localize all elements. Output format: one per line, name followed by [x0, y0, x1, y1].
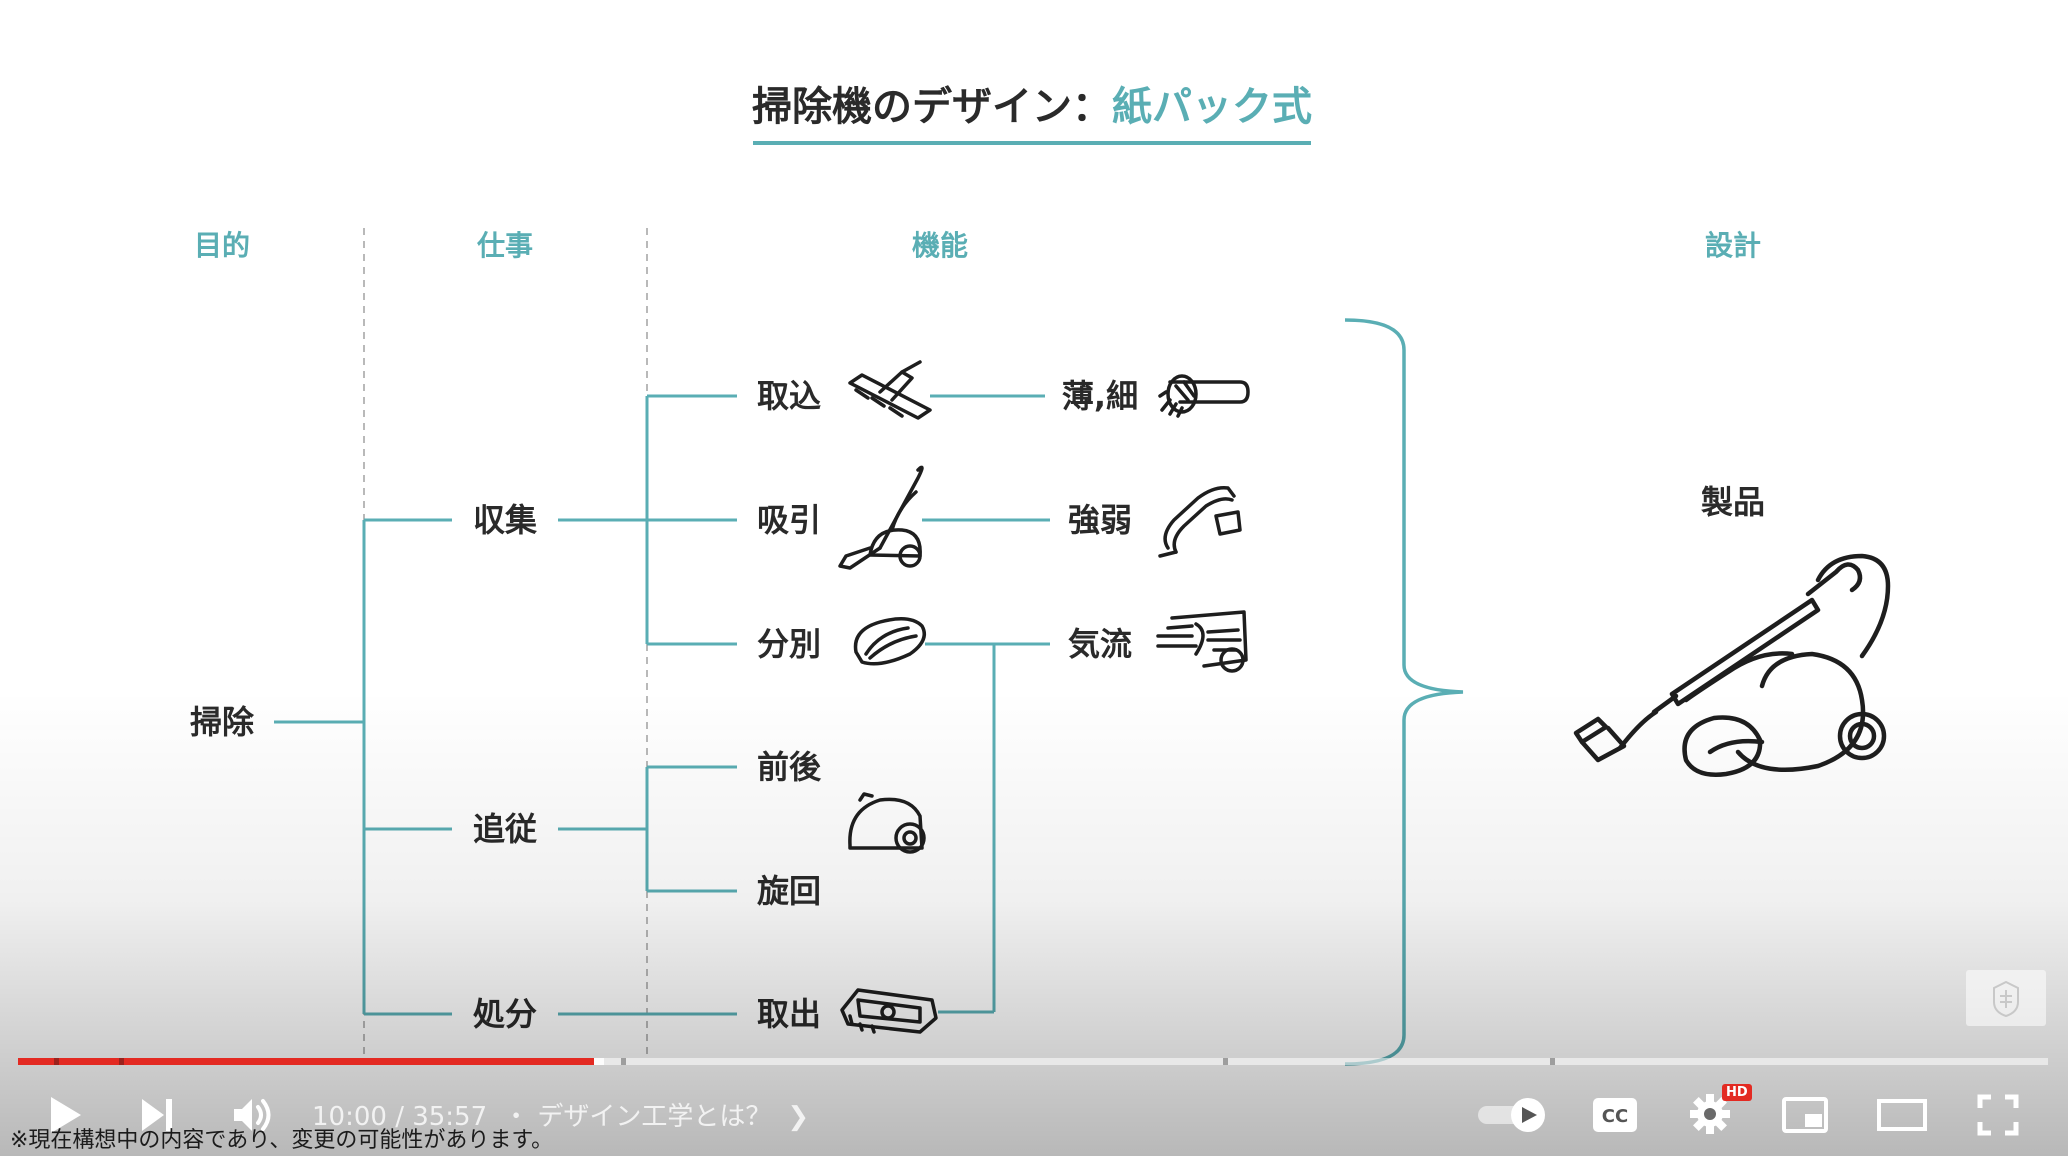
gear-icon: [1690, 1094, 1730, 1134]
volume-icon: [234, 1099, 271, 1131]
theater-mode-icon: [1877, 1099, 1927, 1131]
hose-handle-icon: [1158, 485, 1242, 558]
captions-button[interactable]: CC: [1590, 1092, 1640, 1138]
column-header-design: 設計: [1705, 229, 1761, 262]
chapter-chevron-icon[interactable]: ❯: [787, 1102, 810, 1132]
next-button[interactable]: [132, 1090, 182, 1140]
function-label-forward-back: 前後: [757, 748, 822, 786]
settings-button[interactable]: [1684, 1088, 1736, 1140]
time-current-total: 10:00 / 35:57: [312, 1102, 488, 1132]
fullscreen-icon: [1977, 1094, 2019, 1136]
skip-next-icon: [142, 1099, 172, 1131]
vacuum-body-icon: [848, 792, 926, 854]
channel-watermark[interactable]: [1966, 970, 2046, 1026]
autoplay-toggle-icon: [1478, 1098, 1545, 1132]
function-label-intake: 取込: [757, 377, 821, 415]
play-icon: [51, 1097, 81, 1133]
progress-played: [18, 1058, 595, 1065]
chapter-marker: [1223, 1058, 1228, 1065]
design-brace: [1344, 318, 1464, 1066]
design-label-strength: 強弱: [1068, 501, 1132, 539]
fullscreen-button[interactable]: [1972, 1090, 2024, 1140]
design-label-thin: 薄,細: [1062, 377, 1138, 415]
function-label-turn: 旋回: [757, 872, 821, 910]
disclaimer-note: ※現在構想中の内容であり、変更の可能性があります。: [10, 1128, 554, 1153]
function-label-remove: 取出: [757, 995, 821, 1033]
captions-icon: CC: [1593, 1098, 1637, 1132]
canister-vacuum-product-icon: [1573, 553, 1891, 777]
chapter-marker: [1549, 1058, 1555, 1065]
slide-title: 掃除機のデザイン：紙パック式: [752, 84, 1312, 130]
design-label-airflow: 気流: [1068, 625, 1132, 663]
volume-button[interactable]: [226, 1090, 282, 1140]
autoplay-toggle[interactable]: [1476, 1092, 1548, 1138]
column-header-job: 仕事: [476, 229, 533, 262]
chapter-title[interactable]: ・ デザイン工学とは？: [503, 1102, 772, 1132]
play-button[interactable]: [40, 1090, 90, 1140]
chapter-marker: [118, 1058, 124, 1065]
title-prefix: 掃除機のデザイン：: [752, 84, 1112, 130]
job-label-collect: 収集: [473, 501, 537, 539]
chapter-marker: [53, 1058, 59, 1065]
floor-nozzle-icon: [848, 360, 932, 420]
function-label-separate: 分別: [757, 625, 821, 663]
column-header-purpose: 目的: [194, 229, 250, 262]
miniplayer-icon: [1782, 1097, 1828, 1133]
product-label: 製品: [1701, 483, 1765, 521]
column-header-function: 機能: [912, 229, 968, 262]
airflow-cyclone-icon: [1156, 610, 1248, 673]
captions-label: CC: [1602, 1106, 1628, 1127]
time-display: 10:00 / 35:57 ・ デザイン工学とは？ ❯: [312, 1096, 809, 1133]
title-highlight: 紙パック式: [1112, 84, 1312, 130]
miniplayer-button[interactable]: [1780, 1092, 1830, 1138]
dust-separator-icon: [853, 617, 926, 666]
tree-connectors: [274, 394, 1050, 1016]
job-label-dispose: 処分: [473, 995, 537, 1033]
canister-vacuum-small-icon: [838, 465, 924, 570]
paper-bag-icon: [840, 988, 938, 1034]
player-controls: 10:00 / 35:57 ・ デザイン工学とは？ ❯ CC: [0, 1078, 2068, 1148]
progress-bar[interactable]: [18, 1058, 2048, 1065]
hd-badge: HD: [1722, 1084, 1752, 1101]
job-label-follow: 追従: [473, 810, 537, 848]
function-label-suction: 吸引: [757, 501, 821, 539]
theater-mode-button[interactable]: [1874, 1092, 1930, 1138]
chapter-marker: [620, 1058, 626, 1065]
watermark-emblem-icon: [1993, 980, 2019, 1018]
brush-nozzle-icon: [1158, 374, 1250, 418]
purpose-label: 掃除: [190, 703, 255, 741]
